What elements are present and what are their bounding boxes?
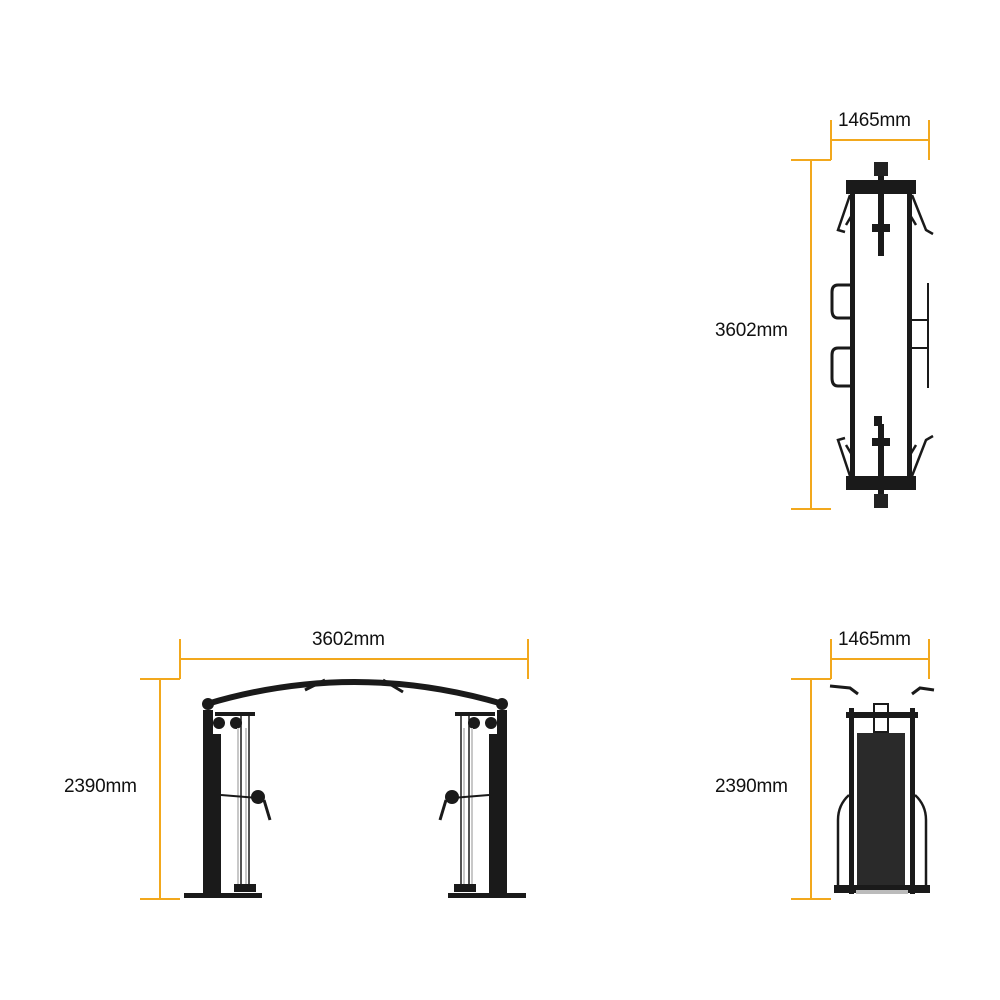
front-view-machine xyxy=(184,678,526,898)
side-view-width-label: 1465mm xyxy=(838,629,911,650)
top-view-length-dimension xyxy=(791,159,831,510)
side-view-height-label: 2390mm xyxy=(715,776,788,797)
front-view-height-label: 2390mm xyxy=(64,776,137,797)
front-view-width-dimension xyxy=(179,639,529,679)
side-view xyxy=(791,639,935,900)
front-view-width-label: 3602mm xyxy=(312,629,385,650)
side-view-height-dimension xyxy=(791,678,831,900)
top-view-width-dimension xyxy=(830,120,930,160)
side-view-machine xyxy=(829,684,935,894)
side-view-width-dimension xyxy=(830,639,930,679)
front-view xyxy=(140,639,529,900)
top-view-machine xyxy=(830,162,934,508)
top-view-length-label: 3602mm xyxy=(715,320,788,341)
front-view-height-dimension xyxy=(140,678,180,900)
top-view-width-label: 1465mm xyxy=(838,110,911,131)
top-view xyxy=(791,120,934,510)
